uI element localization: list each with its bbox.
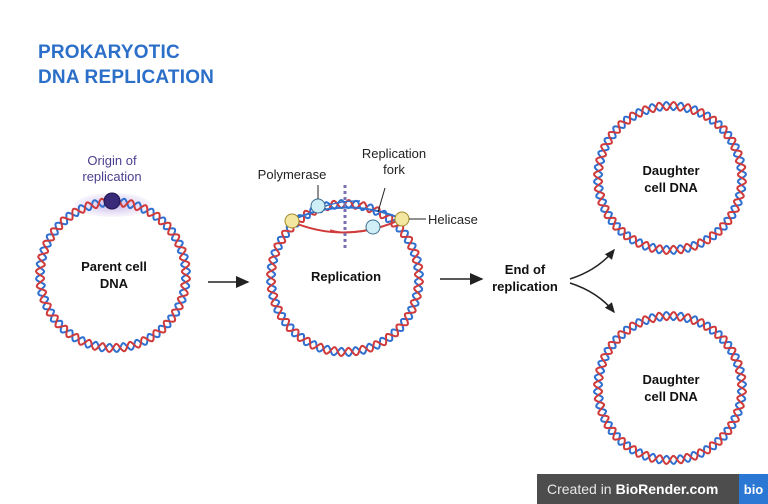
parent-label-line-2: DNA: [100, 276, 129, 291]
replication-helix: [266, 199, 424, 357]
dna-strand-red: [266, 199, 424, 357]
parent-cell-dna: Origin of replication Parent cell DNA: [35, 153, 191, 353]
parent-label-line-1: Parent cell: [81, 259, 147, 274]
helicase-label: Helicase: [428, 212, 478, 227]
origin-label-line-1: Origin of: [87, 153, 137, 168]
dna-strand-red: [593, 311, 747, 465]
origin-label-line-2: replication: [82, 169, 141, 184]
branch-arrow-icon-up: [569, 248, 615, 280]
daughter1-label-line-1: Daughter: [642, 163, 699, 178]
title-line-1: PROKARYOTIC: [38, 42, 180, 63]
dna-strand-blue: [593, 311, 747, 465]
branch-arrow-icon-down: [569, 282, 615, 314]
daughter2-label-line-1: Daughter: [642, 372, 699, 387]
dna-strand-blue: [35, 197, 191, 353]
helicase-icon-right: [394, 211, 410, 227]
dna-strand-blue: [593, 101, 747, 255]
bubble-top-strand: [289, 206, 403, 222]
daughter2-label-line-2: cell DNA: [644, 389, 698, 404]
credit-prefix: Created in: [547, 481, 612, 497]
dna-strand-red: [593, 101, 747, 255]
daughter1-helix: [593, 101, 747, 255]
origin-bead-icon: [103, 192, 121, 210]
end-label-line-2: replication: [492, 279, 558, 294]
helicase-icon-left: [284, 213, 300, 229]
end-label-line-1: End of: [505, 262, 546, 277]
daughter-cell-dna-2: Daughter cell DNA: [593, 311, 747, 465]
replication-label: Replication: [311, 269, 381, 284]
polymerase-label: Polymerase: [258, 167, 327, 182]
fork-label-line-2: fork: [383, 162, 405, 177]
credit-brand[interactable]: BioRender.com: [615, 481, 719, 497]
fork-pointer: [377, 187, 386, 213]
fork-label-line-1: Replication: [362, 146, 426, 161]
parent-helix: [35, 197, 191, 353]
biorender-logo-icon[interactable]: bio: [739, 474, 768, 504]
title-line-2: DNA REPLICATION: [38, 67, 215, 88]
daughter2-helix: [593, 311, 747, 465]
daughter-cell-dna-1: Daughter cell DNA: [593, 101, 747, 255]
polymerase-icon-2: [365, 219, 381, 235]
replication-cell-dna: Polymerase Replication fork Helicase Rep…: [258, 146, 478, 357]
diagram-title: PROKARYOTIC DNA REPLICATION: [38, 40, 214, 90]
daughter1-label-line-2: cell DNA: [644, 180, 698, 195]
biorender-credit[interactable]: Created in BioRender.com bio: [537, 474, 768, 504]
polymerase-icon: [310, 198, 326, 214]
dna-strand-red: [35, 197, 191, 353]
